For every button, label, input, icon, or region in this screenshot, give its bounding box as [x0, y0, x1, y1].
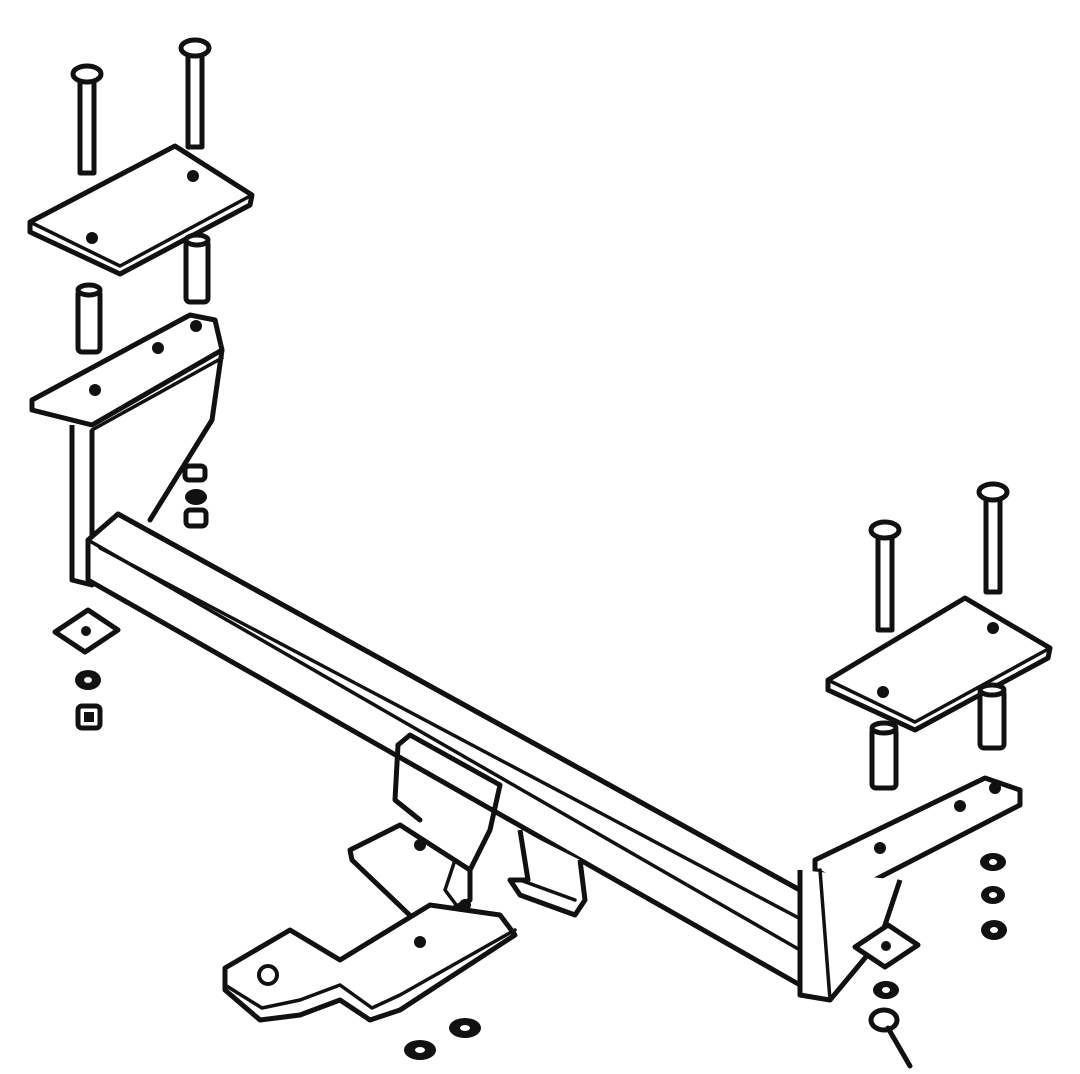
left-spacer-plate — [27, 143, 255, 277]
right-lower-bolt — [868, 1007, 913, 1069]
right-spacer-plate — [825, 595, 1053, 733]
left-square-washer — [52, 607, 121, 655]
right-bolt-2 — [976, 481, 1010, 595]
left-spacer-2 — [183, 232, 211, 305]
right-square-washer — [852, 922, 921, 970]
center-support — [392, 732, 588, 918]
right-spacer-2 — [977, 682, 1007, 751]
left-nut — [75, 703, 103, 731]
right-nut-stack — [980, 853, 1007, 940]
ball-mount-shank — [222, 822, 518, 1023]
right-spacer-1 — [869, 720, 899, 791]
left-bolt-2 — [178, 37, 212, 150]
left-mounting-bracket — [29, 312, 225, 588]
right-mounting-bracket — [797, 775, 1023, 1003]
left-bolt-1 — [70, 63, 104, 176]
left-spacer-1 — [75, 282, 103, 355]
left-lock-washer — [75, 670, 101, 690]
shank-nut-2 — [449, 1018, 481, 1038]
right-bolt-1 — [868, 519, 902, 633]
right-lock-washer — [873, 981, 899, 999]
left-upper-nut-stack — [182, 463, 209, 529]
shank-nut-1 — [404, 1040, 436, 1060]
